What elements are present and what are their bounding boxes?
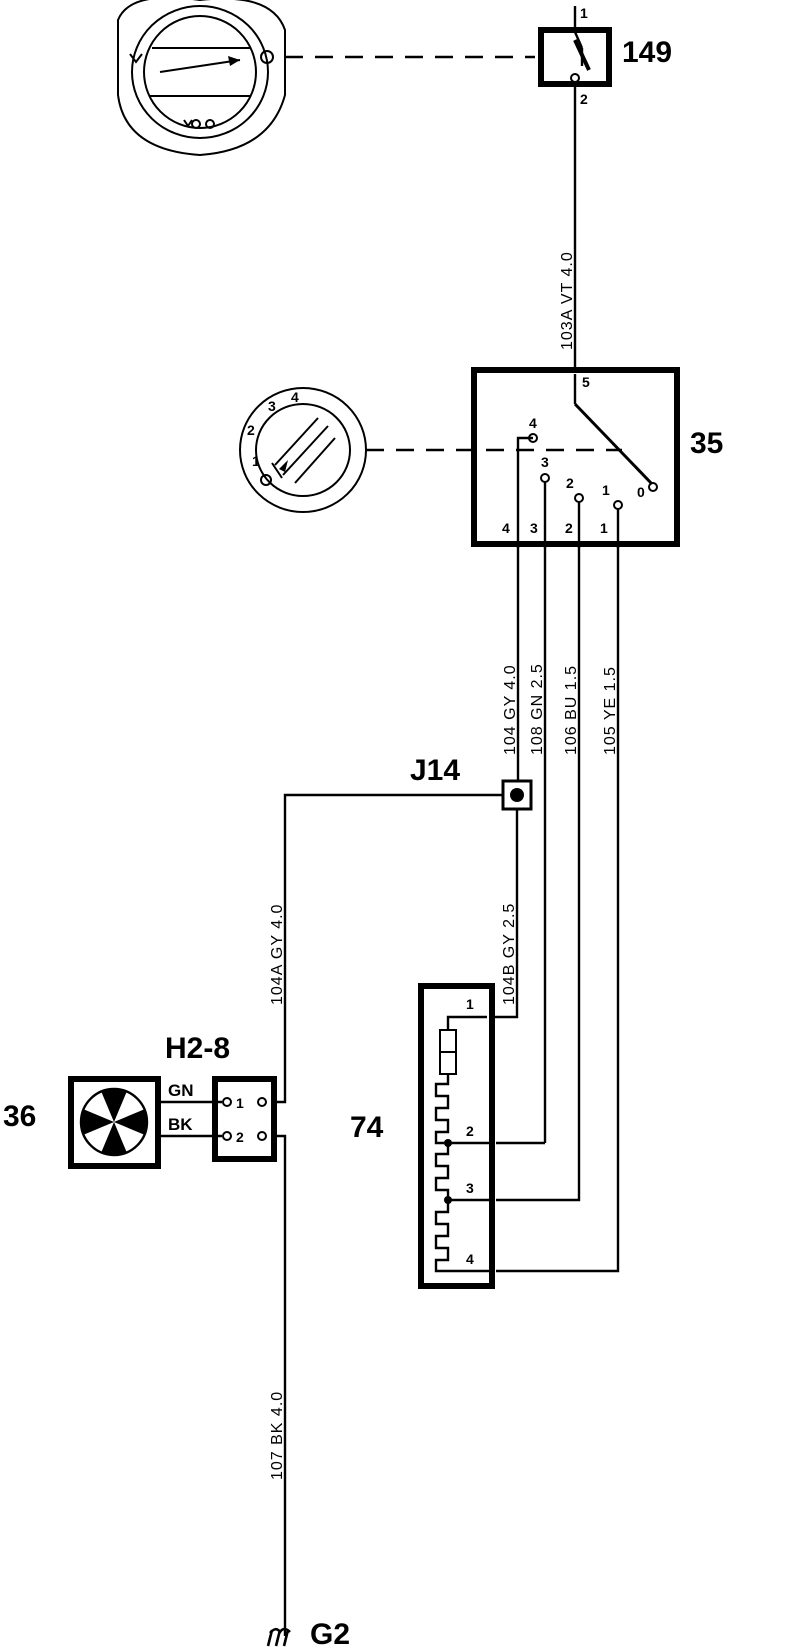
connector-h2-8 bbox=[212, 1076, 277, 1162]
component-label-36: 36 bbox=[3, 1100, 36, 1133]
wire-label-104: 104 GY 4.0 bbox=[502, 664, 519, 755]
ground-label-g2: G2 bbox=[310, 1618, 350, 1648]
switch-35-pin-5: 5 bbox=[582, 374, 590, 390]
knob-position-1: 1 bbox=[252, 453, 260, 469]
switch-35-inner-pin-2: 2 bbox=[566, 475, 574, 491]
wire-label-103a: 103A VT 4.0 bbox=[559, 251, 576, 350]
ground-icon bbox=[266, 1627, 291, 1647]
component-label-35: 35 bbox=[690, 427, 723, 460]
fan-speed-knob-icon bbox=[239, 387, 367, 513]
component-label-j14: J14 bbox=[410, 754, 460, 787]
resistor-network-icon bbox=[434, 1015, 492, 1273]
knob-position-4: 4 bbox=[291, 389, 299, 405]
switch-149 bbox=[538, 6, 612, 95]
light-switch-dial-icon bbox=[117, 0, 286, 157]
wire-label-108: 108 GN 2.5 bbox=[529, 663, 546, 755]
connector-h2-8-pin-1: 1 bbox=[236, 1095, 244, 1111]
switch-35-bottom-pin-3: 3 bbox=[530, 520, 538, 536]
resistor-74-pin-4: 4 bbox=[466, 1251, 474, 1267]
knob-position-3: 3 bbox=[268, 398, 276, 414]
fan-36-wire-color-gn: GN bbox=[168, 1081, 194, 1100]
switch-35-inner-pin-3: 3 bbox=[541, 454, 549, 470]
resistor-74-pin-2: 2 bbox=[466, 1123, 474, 1139]
switch-35-bottom-pin-2: 2 bbox=[565, 520, 573, 536]
switch-35-inner-pin-0: 0 bbox=[637, 484, 645, 500]
resistor-74-pin-3: 3 bbox=[466, 1180, 474, 1196]
resistor-74-pin-1: 1 bbox=[466, 996, 474, 1012]
wire-106 bbox=[496, 544, 581, 1202]
fan-36-wire-color-bk: BK bbox=[168, 1115, 193, 1134]
switch-35-housing bbox=[471, 367, 680, 547]
component-label-149: 149 bbox=[622, 36, 672, 69]
wire-label-105: 105 YE 1.5 bbox=[602, 666, 619, 755]
component-label-74: 74 bbox=[350, 1111, 384, 1144]
wire-label-106: 106 BU 1.5 bbox=[563, 665, 580, 755]
component-label-h2-8: H2-8 bbox=[165, 1032, 230, 1065]
wire-105 bbox=[496, 544, 620, 1273]
wire-104a bbox=[274, 793, 503, 1104]
switch-35-bottom-pin-4: 4 bbox=[502, 520, 510, 536]
wire-label-107: 107 BK 4.0 bbox=[269, 1391, 286, 1480]
knob-position-2: 2 bbox=[247, 422, 255, 438]
switch-149-pin-1: 1 bbox=[580, 5, 588, 21]
switch-35-inner-pin-1: 1 bbox=[602, 482, 610, 498]
switch-35-bottom-pin-1: 1 bbox=[600, 520, 608, 536]
connector-h2-8-pin-2: 2 bbox=[236, 1129, 244, 1145]
wire-107 bbox=[274, 1134, 287, 1636]
fan-icon bbox=[79, 1087, 149, 1157]
wire-label-104a: 104A GY 4.0 bbox=[269, 904, 286, 1005]
switch-35-inner-pin-4: 4 bbox=[529, 415, 537, 431]
wire-104b bbox=[492, 809, 519, 1019]
wire-label-104b: 104B GY 2.5 bbox=[501, 903, 518, 1005]
switch-35-lever bbox=[573, 402, 654, 486]
switch-149-pin-2: 2 bbox=[580, 91, 588, 107]
